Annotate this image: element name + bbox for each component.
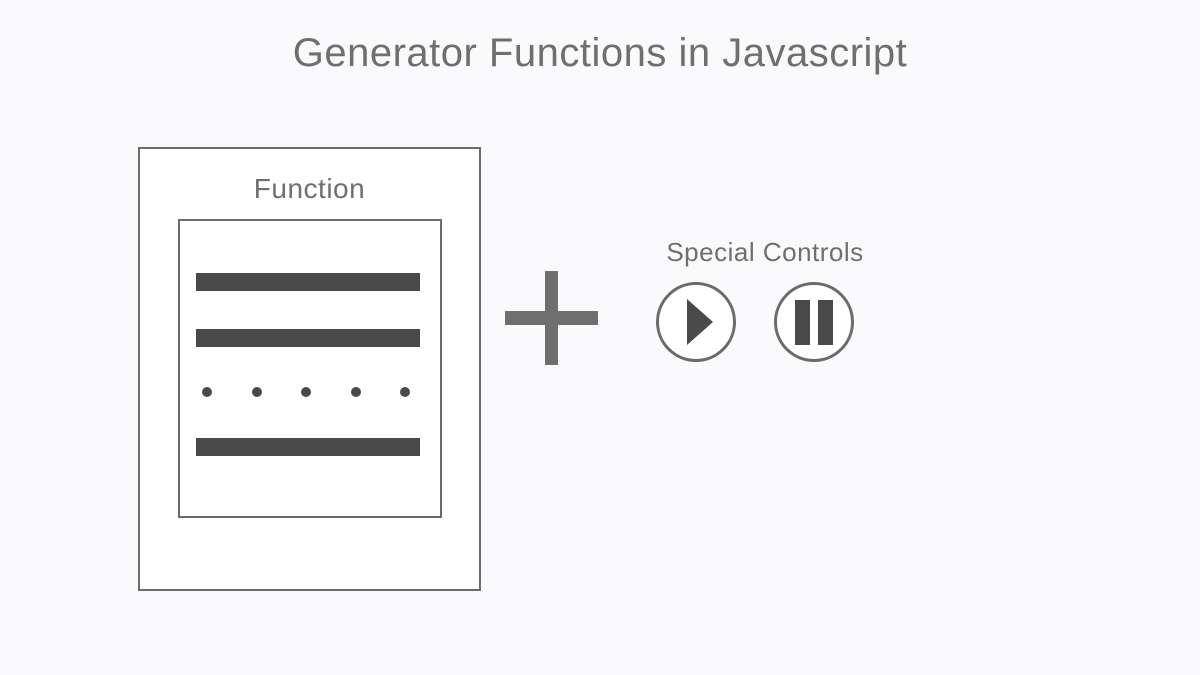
dot-icon [301, 387, 311, 397]
function-label: Function [253, 173, 366, 204]
pause-bar [818, 299, 833, 345]
code-line-bar [196, 329, 420, 347]
pause-bar [795, 299, 810, 345]
code-line-bar [196, 273, 420, 291]
pause-dots [202, 387, 410, 397]
special-controls-label: Special Controls [666, 237, 864, 267]
dot-icon [202, 387, 212, 397]
pause-button [774, 282, 854, 362]
plus-icon [505, 271, 598, 365]
function-body-box [178, 219, 442, 518]
plus-vertical-bar [545, 271, 558, 365]
play-icon [687, 299, 713, 345]
page-title: Generator Functions in Javascript [292, 31, 908, 75]
code-line-bar [196, 438, 420, 456]
dot-icon [350, 387, 361, 397]
dot-icon [400, 387, 410, 397]
pause-icon [795, 299, 833, 345]
dot-icon [251, 387, 262, 397]
play-button [656, 282, 736, 362]
function-outer-box: Function [138, 147, 481, 591]
